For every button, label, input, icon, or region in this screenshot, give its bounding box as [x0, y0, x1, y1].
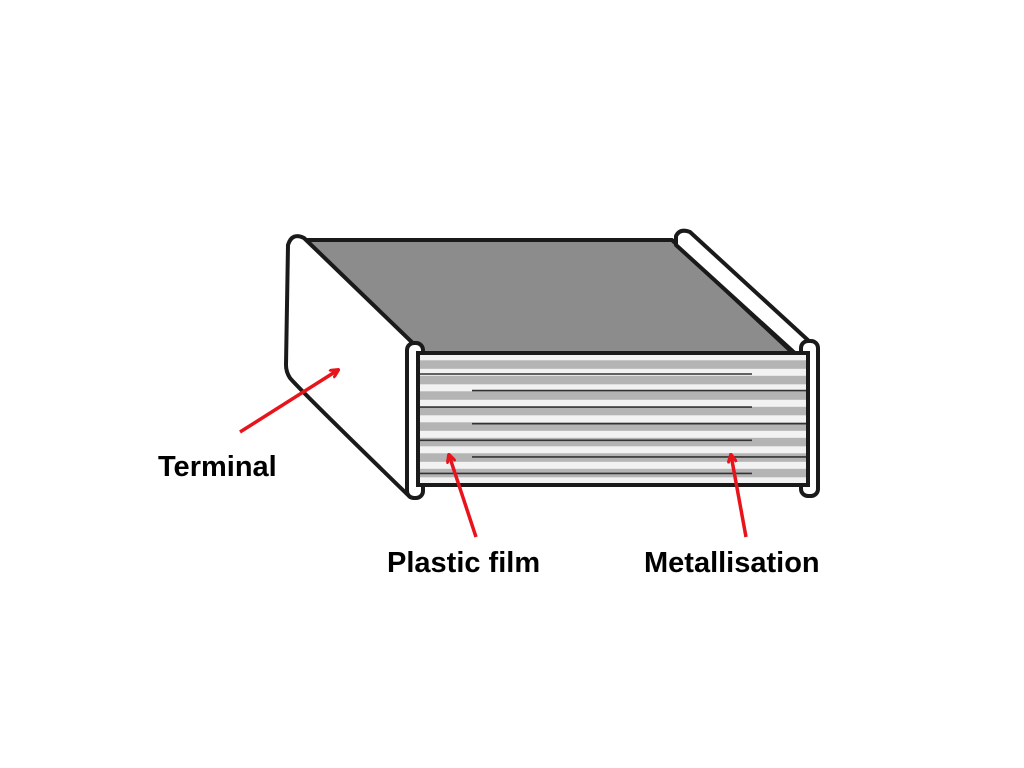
film-band [418, 437, 808, 447]
plastic-film-arrow [449, 455, 478, 538]
metallisation-lines [418, 373, 808, 475]
plastic-film-label: Plastic film [387, 547, 541, 579]
film-band [418, 406, 808, 416]
film-stack-outline [416, 351, 810, 487]
terminal-arrow [239, 370, 338, 434]
metallisation-arrow [731, 455, 748, 538]
film-band [418, 391, 808, 400]
metallisation-label: Metallisation [644, 547, 820, 579]
terminal-label: Terminal [158, 451, 277, 483]
film-band [418, 360, 808, 369]
film-band [418, 375, 808, 385]
left-terminal [284, 234, 422, 500]
film-band [418, 422, 808, 431]
